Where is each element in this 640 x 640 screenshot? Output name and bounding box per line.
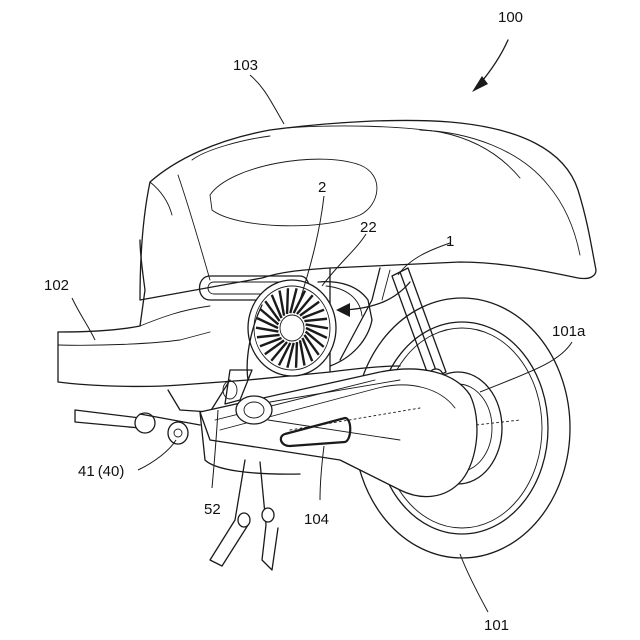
label-rear-wheel: 101: [484, 617, 509, 634]
label-stand-part: 52: [204, 501, 221, 518]
fan-blade: [287, 288, 288, 314]
arrow-down-left-icon: [472, 40, 508, 92]
label-swing-arm: 104: [304, 511, 329, 528]
cooling-fan: [247, 280, 372, 380]
seat-cover: [140, 120, 596, 300]
label-assembly: 100: [498, 9, 523, 26]
label-pivot: 41 (40): [78, 463, 124, 480]
label-fan: 2: [318, 179, 326, 196]
label-cooling-unit: 1: [446, 233, 454, 250]
label-fan-part: 22: [360, 219, 377, 236]
label-seat-cover: 103: [233, 57, 258, 74]
label-wheel-center: 101a: [552, 323, 586, 340]
fan-blade: [296, 342, 297, 368]
label-floor: 102: [44, 277, 69, 294]
footrest-pivot: [75, 410, 200, 444]
